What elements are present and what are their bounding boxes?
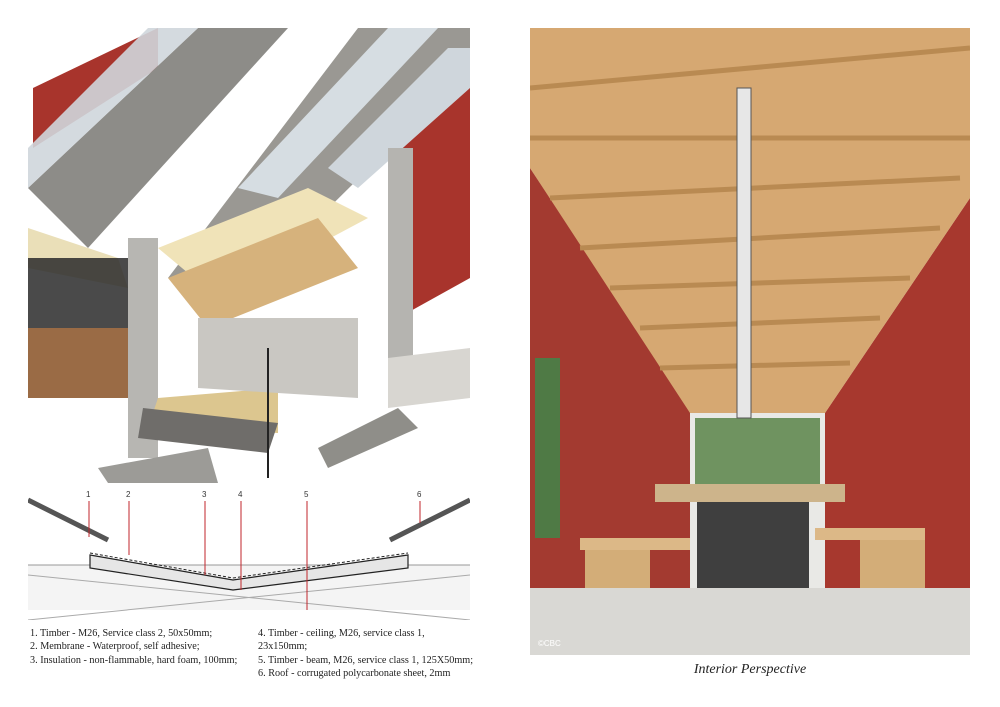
stone-table-top <box>655 484 845 502</box>
pendant-light <box>736 87 752 419</box>
photo-caption: Interior Perspective <box>693 662 807 677</box>
legend-item: 5. Timber - beam, M26, service class 1, … <box>258 654 474 666</box>
legend-column-right: 4. Timber - ceiling, M26, service class … <box>258 627 475 680</box>
end-window <box>695 418 820 488</box>
callout-1: 1 <box>86 490 91 499</box>
interior-photo: ©CBC <box>530 28 970 655</box>
legend-item: 3. Insulation - non-flammable, hard foam… <box>30 654 238 666</box>
callout-5: 5 <box>304 490 309 499</box>
axonometric-roof-detail <box>28 28 470 483</box>
legend-item: 2. Membrane - Waterproof, self adhesive; <box>30 641 200 653</box>
concrete-floor <box>530 588 970 655</box>
bench <box>580 538 690 550</box>
photo-watermark: ©CBC <box>538 639 561 648</box>
timber-ceiling <box>168 218 358 328</box>
roof-section-drawing: 1 2 3 4 5 6 <box>28 485 470 620</box>
callout-2: 2 <box>126 490 131 499</box>
left-red-wall <box>530 168 690 588</box>
legend-item: 6. Roof - corrugated polycarbonate sheet… <box>258 667 451 679</box>
bench <box>815 528 925 540</box>
legend-item: 4. Timber - ceiling, M26, service class … <box>258 628 425 653</box>
insulation-section <box>89 554 409 591</box>
legend-column-left: 1. Timber - M26, Service class 2, 50x50m… <box>30 627 237 667</box>
callout-3: 3 <box>202 490 207 499</box>
window-left <box>535 358 560 538</box>
stone-table-base <box>697 502 809 602</box>
legend-item: 1. Timber - M26, Service class 2, 50x50m… <box>30 628 213 639</box>
right-red-wall <box>825 198 970 598</box>
callout-6: 6 <box>417 490 422 499</box>
callout-4: 4 <box>238 490 243 499</box>
